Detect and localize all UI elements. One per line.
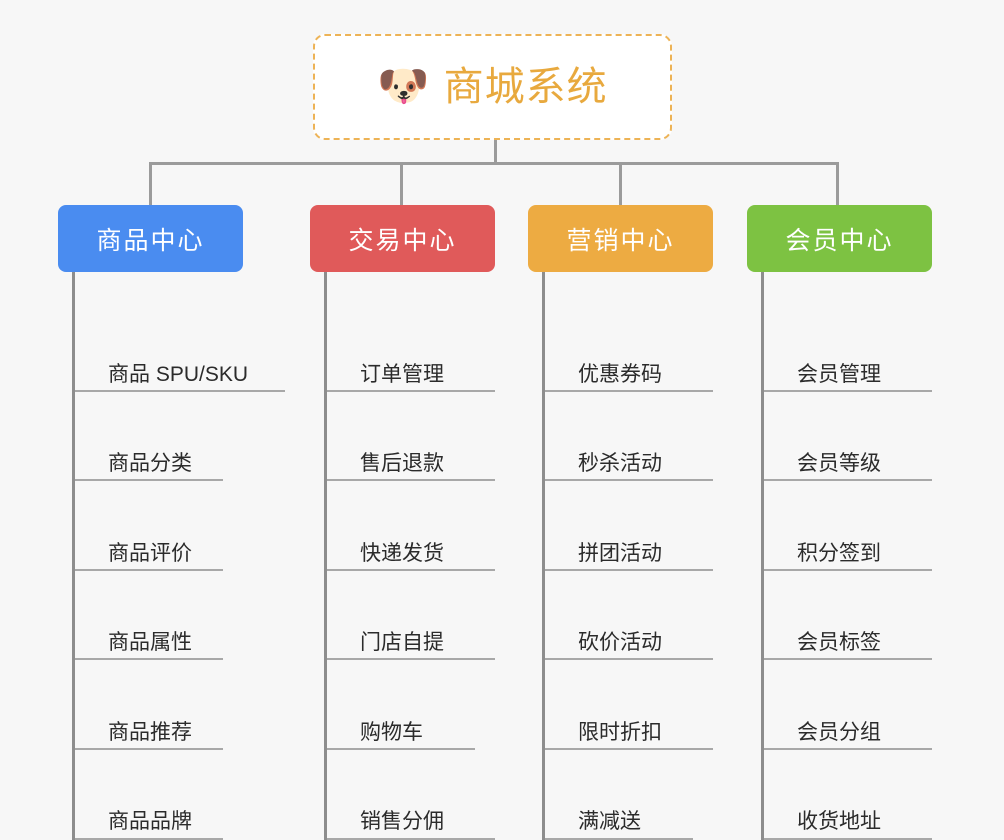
leaf-label: 商品推荐	[108, 720, 192, 744]
list-item[interactable]: 销售分佣	[327, 750, 498, 840]
branch-items-2: 订单管理 售后退款 快递发货 门店自提 购物车 销售分佣	[324, 272, 498, 840]
branch-header-label: 会员中心	[785, 226, 894, 255]
connector-drop-2	[400, 162, 403, 207]
leaf-label: 订单管理	[360, 362, 444, 386]
leaf-label: 积分签到	[797, 541, 881, 565]
leaf-label: 售后退款	[360, 452, 444, 476]
list-item[interactable]: 满减送	[545, 750, 716, 840]
leaf-label: 砍价活动	[578, 631, 662, 655]
list-item[interactable]: 快递发货	[327, 481, 498, 571]
list-item[interactable]: 会员等级	[764, 392, 935, 482]
branch-header-label: 营销中心	[566, 226, 675, 255]
root-node[interactable]: 🐶 商城系统	[313, 34, 672, 140]
dog-face-icon: 🐶	[377, 62, 430, 109]
leaf-label: 购物车	[360, 720, 423, 744]
branch-items-4: 会员管理 会员等级 积分签到 会员标签 会员分组 收货地址	[761, 272, 935, 840]
connector-horizontal-bus	[149, 162, 836, 165]
leaf-label: 拼团活动	[578, 541, 662, 565]
list-item[interactable]: 商品分类	[75, 392, 246, 482]
list-item[interactable]: 砍价活动	[545, 571, 716, 661]
leaf-label: 会员标签	[797, 631, 881, 655]
branch-items-1: 商品 SPU/SKU 商品分类 商品评价 商品属性 商品推荐 商品品牌	[72, 272, 285, 840]
leaf-label: 优惠券码	[578, 362, 662, 386]
list-item[interactable]: 门店自提	[327, 571, 498, 661]
leaf-label: 销售分佣	[360, 810, 444, 834]
branch-column-3: 营销中心 优惠券码 秒杀活动 拼团活动 砍价活动 限时折扣 满减送	[528, 205, 716, 840]
connector-drop-1	[149, 162, 152, 207]
list-item[interactable]: 商品属性	[75, 571, 246, 661]
leaf-label: 商品评价	[108, 541, 192, 565]
leaf-label: 会员管理	[797, 362, 881, 386]
list-item[interactable]: 拼团活动	[545, 481, 716, 571]
leaf-label: 商品 SPU/SKU	[108, 362, 249, 386]
list-item[interactable]: 订单管理	[327, 302, 498, 392]
leaf-label: 限时折扣	[578, 720, 662, 744]
leaf-label: 会员分组	[797, 720, 881, 744]
branch-header-会员中心[interactable]: 会员中心	[747, 205, 932, 272]
list-item[interactable]: 优惠券码	[545, 302, 716, 392]
list-item[interactable]: 限时折扣	[545, 660, 716, 750]
connector-root-stem	[494, 140, 497, 164]
leaf-label: 满减送	[578, 810, 641, 834]
leaf-label: 快递发货	[360, 541, 444, 565]
list-item[interactable]: 积分签到	[764, 481, 935, 571]
branch-header-商品中心[interactable]: 商品中心	[58, 205, 243, 272]
leaf-label: 会员等级	[797, 452, 881, 476]
branch-column-1: 商品中心 商品 SPU/SKU 商品分类 商品评价 商品属性 商品推荐 商品品牌	[58, 205, 285, 840]
list-item[interactable]: 售后退款	[327, 392, 498, 482]
list-item[interactable]: 购物车	[327, 660, 498, 750]
leaf-label: 商品属性	[108, 631, 192, 655]
leaf-label: 商品品牌	[108, 810, 192, 834]
leaf-label: 收货地址	[797, 810, 881, 834]
list-item[interactable]: 商品 SPU/SKU	[75, 302, 285, 392]
list-item[interactable]: 秒杀活动	[545, 392, 716, 482]
list-item[interactable]: 收货地址	[764, 750, 935, 840]
connector-drop-4	[836, 162, 839, 207]
branch-header-交易中心[interactable]: 交易中心	[310, 205, 495, 272]
connector-drop-3	[619, 162, 622, 207]
branch-header-label: 商品中心	[96, 226, 205, 255]
leaf-label: 商品分类	[108, 452, 192, 476]
branch-column-4: 会员中心 会员管理 会员等级 积分签到 会员标签 会员分组 收货地址	[747, 205, 935, 840]
list-item[interactable]: 会员标签	[764, 571, 935, 661]
leaf-label: 秒杀活动	[578, 452, 662, 476]
list-item[interactable]: 商品评价	[75, 481, 246, 571]
list-item[interactable]: 会员分组	[764, 660, 935, 750]
branch-header-label: 交易中心	[348, 226, 457, 255]
branch-column-2: 交易中心 订单管理 售后退款 快递发货 门店自提 购物车 销售分佣	[310, 205, 498, 840]
leaf-label: 门店自提	[360, 631, 444, 655]
list-item[interactable]: 商品品牌	[75, 750, 246, 840]
branch-header-营销中心[interactable]: 营销中心	[528, 205, 713, 272]
branch-items-3: 优惠券码 秒杀活动 拼团活动 砍价活动 限时折扣 满减送	[542, 272, 716, 840]
list-item[interactable]: 会员管理	[764, 302, 935, 392]
list-item[interactable]: 商品推荐	[75, 660, 246, 750]
root-title: 商城系统	[443, 65, 608, 109]
